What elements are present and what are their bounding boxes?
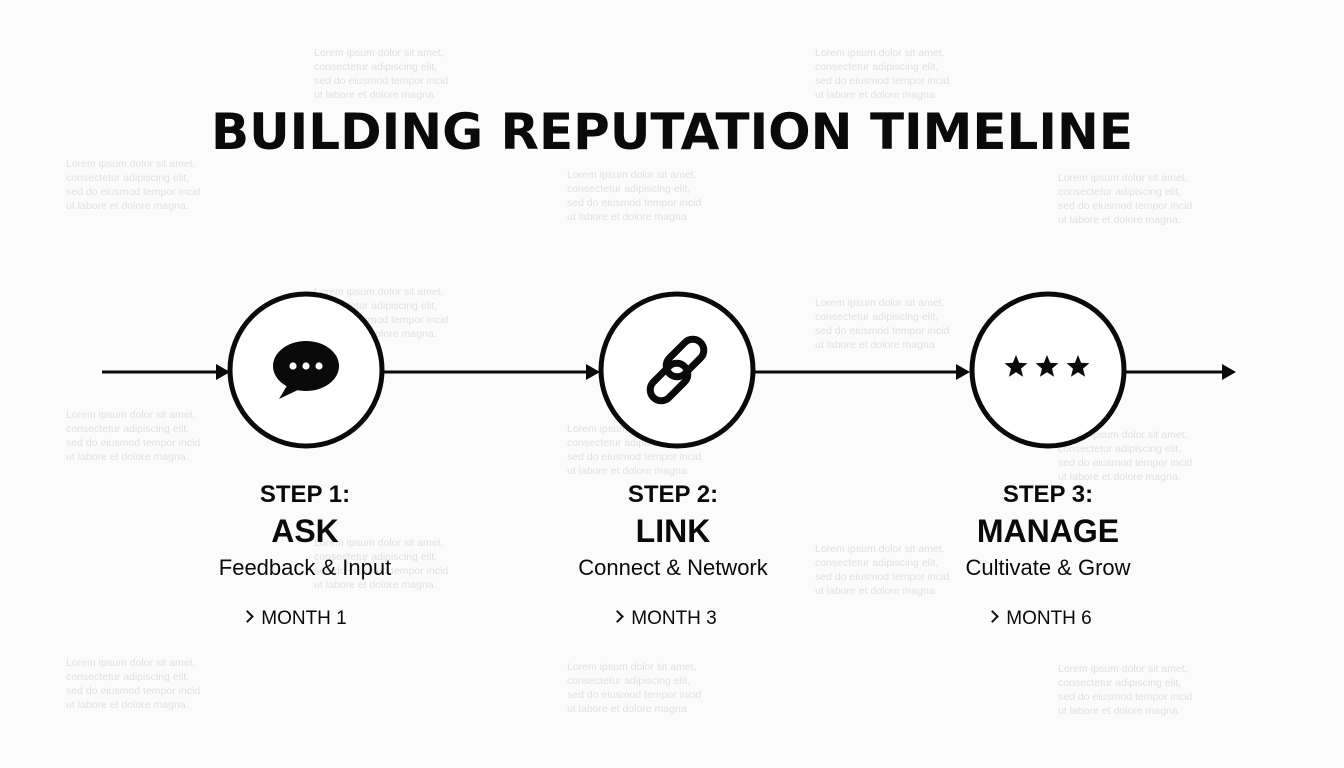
three-stars-icon bbox=[1004, 355, 1090, 377]
background-text-block: Lorem ipsum dolor sit amet, consectetur … bbox=[314, 47, 449, 101]
chain-link-icon bbox=[646, 335, 708, 405]
background-text-block: Lorem ipsum dolor sit amet, consectetur … bbox=[1058, 663, 1193, 717]
step-circle bbox=[598, 291, 756, 449]
step-2-text: STEP 2: LINK Connect & Network bbox=[523, 481, 823, 583]
arrowhead-icon bbox=[586, 364, 600, 380]
background-text-block: Lorem ipsum dolor sit amet, consectetur … bbox=[815, 297, 950, 351]
step-month-label: MONTH 3 bbox=[631, 608, 717, 629]
step-3-text: STEP 3: MANAGE Cultivate & Grow bbox=[898, 481, 1198, 583]
background-text-block: Lorem ipsum dolor sit amet, consectetur … bbox=[66, 657, 201, 711]
background-text-block: Lorem ipsum dolor sit amet, consectetur … bbox=[314, 537, 449, 591]
background-text-block: Lorem ipsum dolor sit amet, consectetur … bbox=[66, 409, 201, 463]
step-3-month: MONTH 6 bbox=[890, 607, 1190, 631]
step-1-text: STEP 1: ASK Feedback & Input bbox=[155, 481, 455, 583]
background-text-block: Lorem ipsum dolor sit amet, consectetur … bbox=[1058, 172, 1193, 226]
chevron-right-icon bbox=[241, 610, 255, 623]
step-number: STEP 1: bbox=[259, 481, 351, 508]
step-1-month: MONTH 1 bbox=[145, 607, 445, 631]
background-text-block: Lorem ipsum dolor sit amet, consectetur … bbox=[815, 47, 950, 101]
background-text-block: Lorem ipsum dolor sit amet, consectetur … bbox=[66, 158, 201, 212]
step-description: Cultivate & Grow bbox=[965, 555, 1131, 580]
background-text-block: Lorem ipsum dolor sit amet, consectetur … bbox=[567, 661, 702, 715]
speech-bubble-icon bbox=[273, 341, 339, 399]
timeline-arrowheads bbox=[216, 364, 1236, 380]
arrowhead-icon bbox=[1222, 364, 1236, 380]
step-name: LINK bbox=[635, 513, 711, 549]
step-description: Feedback & Input bbox=[218, 555, 392, 580]
step-description: Connect & Network bbox=[578, 555, 768, 580]
step-month-label: MONTH 6 bbox=[1006, 608, 1092, 629]
step-month-label: MONTH 1 bbox=[261, 608, 347, 629]
background-text-block: Lorem ipsum dolor sit amet, consectetur … bbox=[815, 543, 950, 597]
chevron-right-icon bbox=[611, 610, 625, 623]
step-2-month: MONTH 3 bbox=[515, 607, 815, 631]
background-text-block: Lorem ipsum dolor sit amet, consectetur … bbox=[567, 423, 702, 477]
page-title: BUILDING REPUTATION TIMELINE bbox=[210, 103, 1134, 161]
step-number: STEP 3: bbox=[1002, 481, 1094, 508]
chevron-right-icon bbox=[986, 610, 1000, 623]
step-name: ASK bbox=[271, 513, 339, 549]
arrowhead-icon bbox=[956, 364, 970, 380]
arrowhead-icon bbox=[216, 364, 230, 380]
step-name: MANAGE bbox=[976, 513, 1120, 549]
background-text-block: Lorem ipsum dolor sit amet, consectetur … bbox=[567, 169, 702, 223]
step-number: STEP 2: bbox=[627, 481, 719, 508]
